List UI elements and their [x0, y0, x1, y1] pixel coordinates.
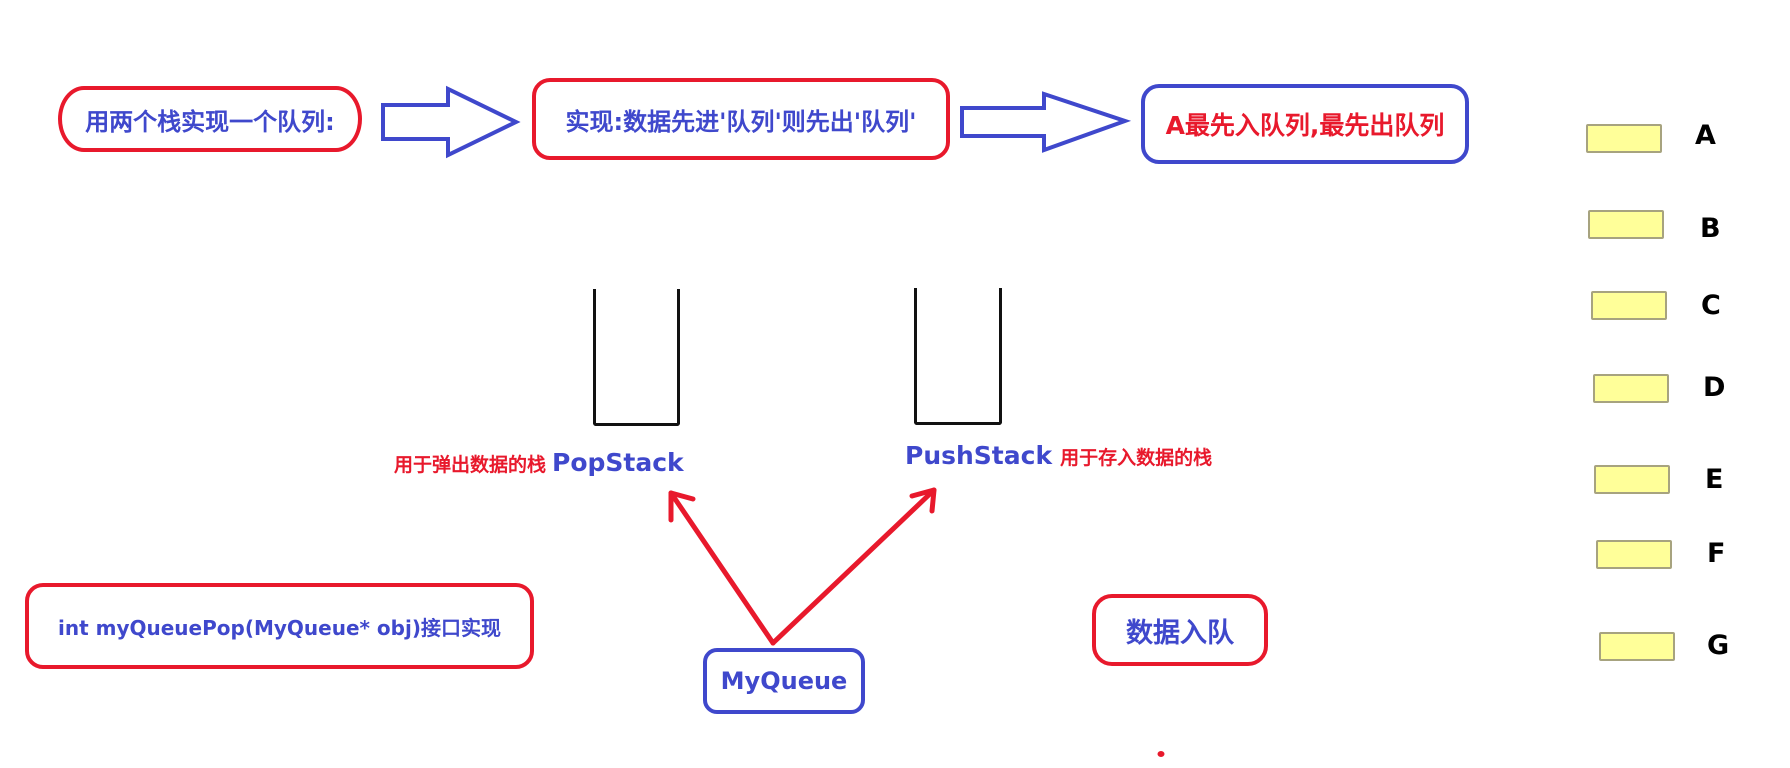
step1-text: 用两个栈实现一个队列: [85, 107, 335, 136]
element-label-c: C [1701, 290, 1721, 321]
step3-box: A最先入队列,最先出队列 [1141, 84, 1469, 164]
enqueue-text: 数据入队 [1126, 617, 1234, 649]
element-label-e: E [1705, 464, 1724, 495]
popstack-desc: 用于弹出数据的栈 [394, 454, 547, 476]
element-box-d [1593, 374, 1669, 403]
enqueue-box: 数据入队 [1092, 594, 1268, 666]
step1-box: 用两个栈实现一个队列: [58, 86, 362, 152]
arrow-to-pushstack [770, 487, 937, 646]
interface-box: int myQueuePop(MyQueue* obj)接口实现 [25, 583, 534, 669]
popstack-container [593, 289, 680, 426]
step2-box: 实现:数据先进'队列'则先出'队列' [532, 78, 950, 160]
pushstack-label: PushStack 用于存入数据的栈 [905, 441, 1212, 470]
step3-text: A最先入队列,最先出队列 [1165, 111, 1445, 140]
myqueue-label: MyQueue [720, 667, 848, 695]
arrow-to-popstack [668, 490, 776, 646]
interface-text: int myQueuePop(MyQueue* obj)接口实现 [58, 615, 501, 640]
element-box-a [1586, 124, 1662, 153]
element-box-g [1599, 632, 1675, 661]
element-label-g: G [1707, 630, 1730, 661]
pushstack-desc: 用于存入数据的栈 [1060, 447, 1213, 469]
element-label-b: B [1700, 213, 1721, 244]
stray-dot [1157, 751, 1165, 757]
element-label-f: F [1707, 538, 1726, 569]
element-box-e [1594, 465, 1670, 494]
element-box-b [1588, 210, 1664, 239]
pushstack-name: PushStack [905, 441, 1053, 470]
block-arrow-2 [960, 91, 1132, 153]
myqueue-box: MyQueue [703, 648, 865, 714]
pushstack-container [914, 288, 1002, 425]
popstack-name: PopStack [552, 448, 684, 477]
element-box-c [1591, 291, 1667, 320]
element-box-f [1596, 540, 1672, 569]
step2-text: 实现:数据先进'队列'则先出'队列' [565, 107, 917, 136]
element-label-a: A [1695, 120, 1716, 151]
popstack-label: 用于弹出数据的栈 PopStack [394, 448, 684, 477]
block-arrow-1 [381, 85, 521, 159]
element-label-d: D [1703, 372, 1726, 403]
